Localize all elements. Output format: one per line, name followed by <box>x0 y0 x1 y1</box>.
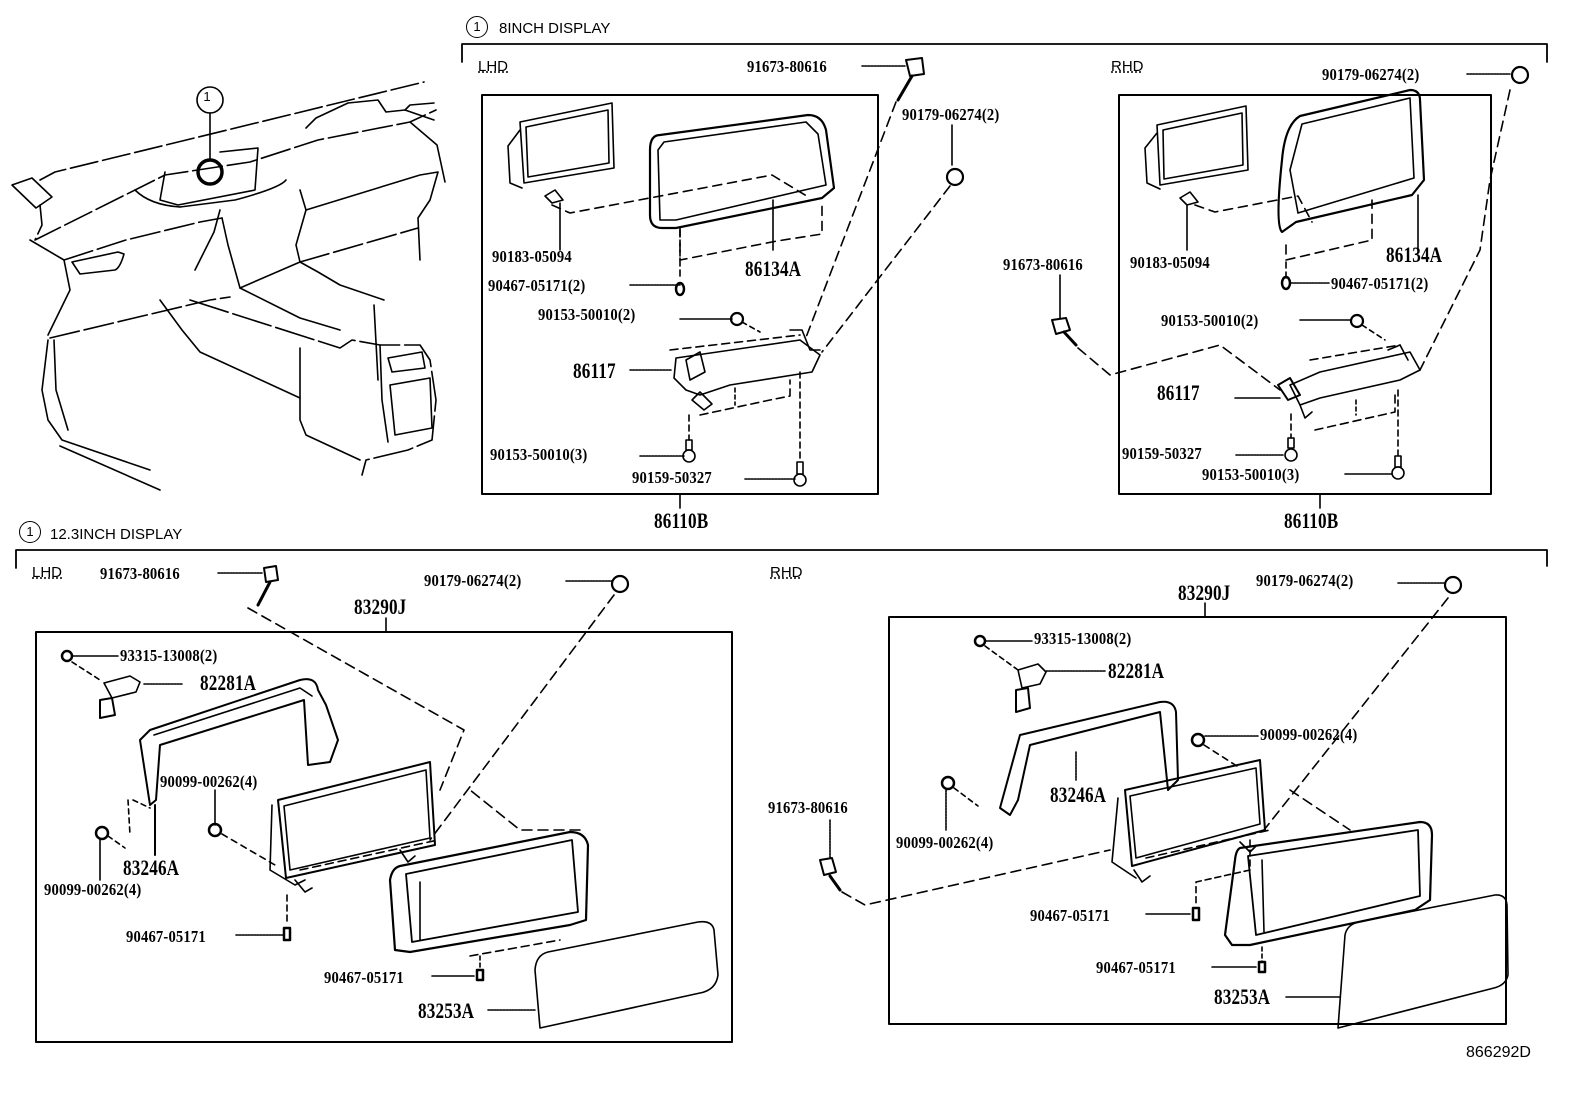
part-label: 91673-80616 <box>100 564 180 583</box>
part-label: 90467-05171 <box>1030 906 1110 925</box>
part-label: 86117 <box>573 358 616 383</box>
part-label: 93315-13008(2) <box>120 646 218 665</box>
dashboard-callout-marker: 1 <box>203 89 211 104</box>
part-label: 90179-06274(2) <box>902 105 1000 124</box>
part-label: 90159-50327 <box>632 468 712 487</box>
part-label: 90153-50010(2) <box>1161 311 1259 330</box>
part-label: 90179-06274(2) <box>1256 571 1354 590</box>
part-label: 86134A <box>745 256 802 281</box>
part-label: 90159-50327 <box>1122 444 1202 463</box>
dashboard-overview-illustration <box>11 81 446 491</box>
assembly-label: 86110B <box>654 508 709 533</box>
eight-inch-rhd-heading: RHD <box>1111 58 1144 75</box>
part-label: 90467-05171 <box>126 927 206 946</box>
eight-inch-marker: 1 <box>466 16 488 38</box>
part-label: 90099-00262(4) <box>1260 725 1358 744</box>
part-label: 91673-80616 <box>747 57 827 76</box>
part-label: 83246A <box>1050 782 1107 807</box>
part-label: 90099-00262(4) <box>896 833 994 852</box>
part-label: 90467-05171(2) <box>488 276 586 295</box>
part-label: 83253A <box>1214 984 1271 1009</box>
part-label: 90153-50010(3) <box>1202 465 1300 484</box>
part-label: 91673-80616 <box>768 798 848 817</box>
twelve-inch-marker: 1 <box>19 521 41 543</box>
part-label: 91673-80616 <box>1003 255 1083 274</box>
eight-inch-section-drawing <box>461 43 1548 509</box>
part-label: 90467-05171 <box>1096 958 1176 977</box>
twelve-inch-section-drawing <box>15 549 1548 1043</box>
assembly-label: 86110B <box>1284 508 1339 533</box>
part-label: 90179-06274(2) <box>424 571 522 590</box>
part-label: 86134A <box>1386 242 1443 267</box>
part-label: 90153-50010(3) <box>490 445 588 464</box>
eight-inch-section-title: 8INCH DISPLAY <box>499 20 611 37</box>
assembly-label: 83290J <box>1178 580 1231 605</box>
eight-inch-lhd-heading: LHD <box>478 58 509 75</box>
twelve-inch-section-title: 12.3INCH DISPLAY <box>50 526 183 543</box>
part-label: 90467-05171(2) <box>1331 274 1429 293</box>
part-label: 83253A <box>418 998 475 1023</box>
assembly-label: 83290J <box>354 594 407 619</box>
part-label: 93315-13008(2) <box>1034 629 1132 648</box>
part-label: 90099-00262(4) <box>160 772 258 791</box>
illustration-code: 866292D <box>1466 1044 1531 1061</box>
part-label: 82281A <box>1108 658 1165 683</box>
part-label: 90099-00262(4) <box>44 880 142 899</box>
part-label: 86117 <box>1157 380 1200 405</box>
part-label: 90183-05094 <box>1130 253 1210 272</box>
part-label: 90467-05171 <box>324 968 404 987</box>
part-label: 90183-05094 <box>492 247 572 266</box>
part-label: 90179-06274(2) <box>1322 65 1420 84</box>
part-label: 82281A <box>200 670 257 695</box>
twelve-inch-rhd-heading: RHD <box>770 564 803 581</box>
part-label: 90153-50010(2) <box>538 305 636 324</box>
twelve-inch-lhd-heading: LHD <box>32 564 63 581</box>
part-label: 83246A <box>123 855 180 880</box>
